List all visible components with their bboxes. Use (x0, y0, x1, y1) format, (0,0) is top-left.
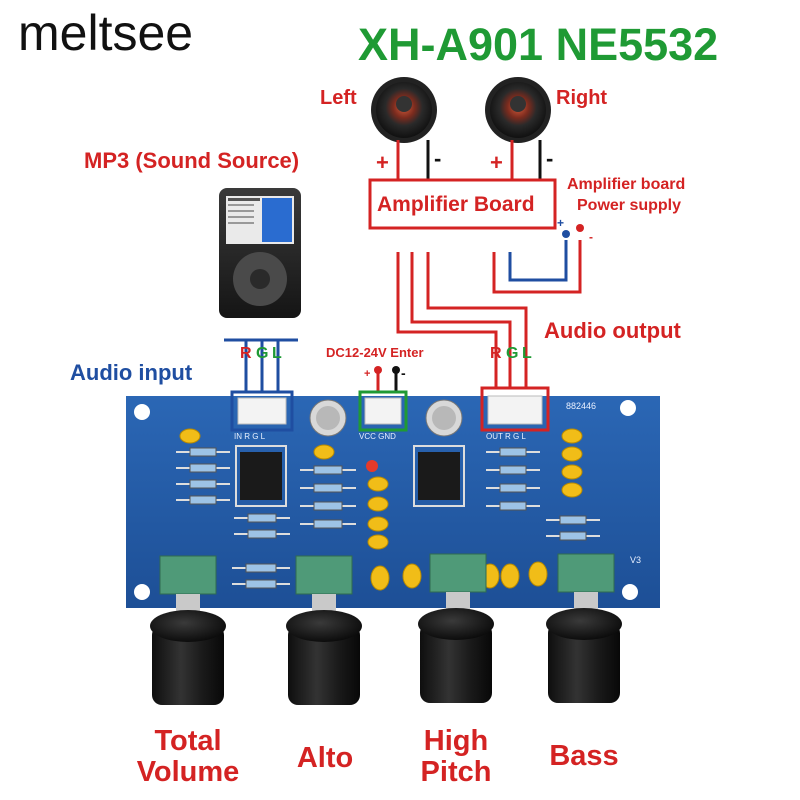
amplifier-board-box (368, 178, 557, 230)
knob-label-bass: Bass (549, 740, 619, 772)
dc-minus: - (401, 365, 406, 381)
mp3-player-icon (219, 188, 301, 318)
knob-label-alto: Alto (296, 742, 354, 774)
label-sound-source: MP3 (Sound Source) (84, 148, 300, 173)
knob-label-high-pitch-line2: Pitch (420, 756, 492, 788)
knob-bass-icon (546, 608, 622, 703)
amp-power-wires (492, 224, 584, 294)
out-g-label: G (506, 345, 519, 362)
label-audio-input: Audio input (70, 360, 193, 385)
knob-high-pitch-icon (418, 608, 494, 703)
knob-label-total-volume-line1: Total (154, 725, 222, 757)
label-dc-input: DC12-24V Enter (326, 345, 424, 360)
label-amp-power-line2: Power supply (577, 197, 682, 214)
amp-power-plus: + (557, 216, 565, 230)
in-l-label: L (272, 345, 282, 362)
dc-plus: + (364, 368, 371, 380)
label-amp-power-line1: Amplifier board (567, 176, 686, 193)
speaker-left-minus: - (434, 146, 442, 171)
pcb-board (126, 386, 660, 618)
speaker-wires (396, 140, 542, 180)
speaker-right-plus: + (490, 150, 503, 175)
silkscreen-vcc-label: VCC GND (359, 432, 396, 441)
silkscreen-board-code: 882446 (566, 401, 597, 411)
in-r-label: R (240, 345, 252, 362)
dc-input-wires (374, 366, 400, 392)
knob-label-total-volume: Total Volume (128, 726, 248, 788)
knob-label-high-pitch: High Pitch (396, 726, 516, 788)
amp-power-minus: - (589, 230, 593, 244)
knob-label-total-volume-line2: Volume (136, 756, 240, 788)
label-audio-output: Audio output (544, 318, 681, 343)
in-g-label: G (256, 345, 269, 362)
speaker-right-minus: - (546, 146, 554, 171)
brand-logo: meltsee (18, 5, 194, 61)
knob-label-high-pitch-line1: High (423, 725, 489, 757)
audio-input-wires (224, 338, 298, 392)
speaker-right-icon (485, 77, 551, 143)
label-right: Right (556, 87, 608, 109)
label-amplifier-board: Amplifier Board (377, 193, 535, 216)
silkscreen-version: V3 (630, 555, 642, 565)
model-title: XH-A901 NE5532 (358, 19, 719, 70)
knob-total-volume-icon (150, 610, 226, 705)
label-left: Left (320, 87, 357, 109)
out-l-label: L (522, 345, 532, 362)
out-r-label: R (490, 345, 502, 362)
silkscreen-out-label: OUT R G L (486, 432, 526, 441)
speaker-left-plus: + (376, 150, 389, 175)
audio-output-wires (396, 252, 528, 388)
silkscreen-in-label: IN R G L (234, 432, 266, 441)
speaker-left-icon (371, 77, 437, 143)
knob-alto-icon (286, 610, 362, 705)
